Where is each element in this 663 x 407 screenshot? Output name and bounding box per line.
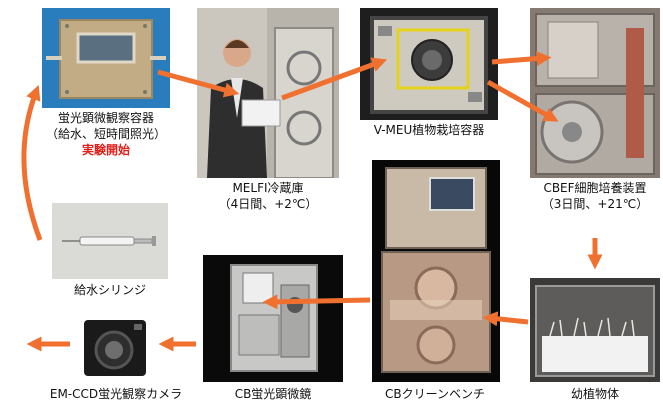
microscope-photo xyxy=(203,255,343,382)
arrow-melfi-to-vmeu xyxy=(281,57,388,101)
seedling-photo xyxy=(530,278,660,382)
vmeu-caption: V-MEU植物栽培容器 xyxy=(350,122,508,138)
cbef-title: CBEF細胞培養装置 xyxy=(543,181,647,195)
observation-container-photo xyxy=(42,8,170,108)
observation-container-conditions: （給水、短時間照光） xyxy=(45,127,166,141)
melfi-photo xyxy=(197,8,339,178)
melfi-conditions: （4日間、+2℃） xyxy=(218,197,318,211)
microscope-caption: CB蛍光顕微鏡 xyxy=(198,386,348,402)
syringe-photo xyxy=(52,203,168,279)
camera-photo xyxy=(78,312,156,384)
cbef-caption: CBEF細胞培養装置 （3日間、+21℃） xyxy=(520,180,663,212)
arrow-seedling-to-bench xyxy=(482,311,529,327)
clean-bench-title: CBクリーンベンチ xyxy=(384,387,485,401)
seedling-caption: 幼植物体 xyxy=(530,386,660,402)
vmeu-title: V-MEU植物栽培容器 xyxy=(373,123,485,137)
arrow-vmeu-to-cbef-top xyxy=(491,51,552,67)
clean-bench-photo xyxy=(372,160,500,382)
experiment-start-label: 実験開始 xyxy=(81,143,130,157)
melfi-caption: MELFI冷蔵庫 （4日間、+2℃） xyxy=(190,180,346,212)
arrow-syringe-to-container xyxy=(21,84,43,241)
syringe-title: 給水シリンジ xyxy=(73,283,146,297)
clean-bench-caption: CBクリーンベンチ xyxy=(360,386,510,402)
syringe-caption: 給水シリンジ xyxy=(40,282,180,298)
observation-container-caption: 蛍光顕微観察容器 （給水、短時間照光） 実験開始 xyxy=(30,110,182,158)
arrow-container-to-melfi xyxy=(157,69,240,98)
arrow-bench-to-microscope xyxy=(262,294,371,310)
cbef-photo xyxy=(530,8,660,178)
camera-title: EM-CCD蛍光観察カメラ xyxy=(49,387,183,401)
cbef-conditions: （3日間、+21℃） xyxy=(541,197,649,211)
camera-caption: EM-CCD蛍光観察カメラ xyxy=(16,386,216,402)
melfi-title: MELFI冷蔵庫 xyxy=(232,181,304,195)
seedling-title: 幼植物体 xyxy=(570,387,619,401)
arrow-vmeu-to-cbef-bottom xyxy=(486,79,559,122)
observation-container-title: 蛍光顕微観察容器 xyxy=(57,111,154,125)
microscope-title: CB蛍光顕微鏡 xyxy=(234,387,312,401)
